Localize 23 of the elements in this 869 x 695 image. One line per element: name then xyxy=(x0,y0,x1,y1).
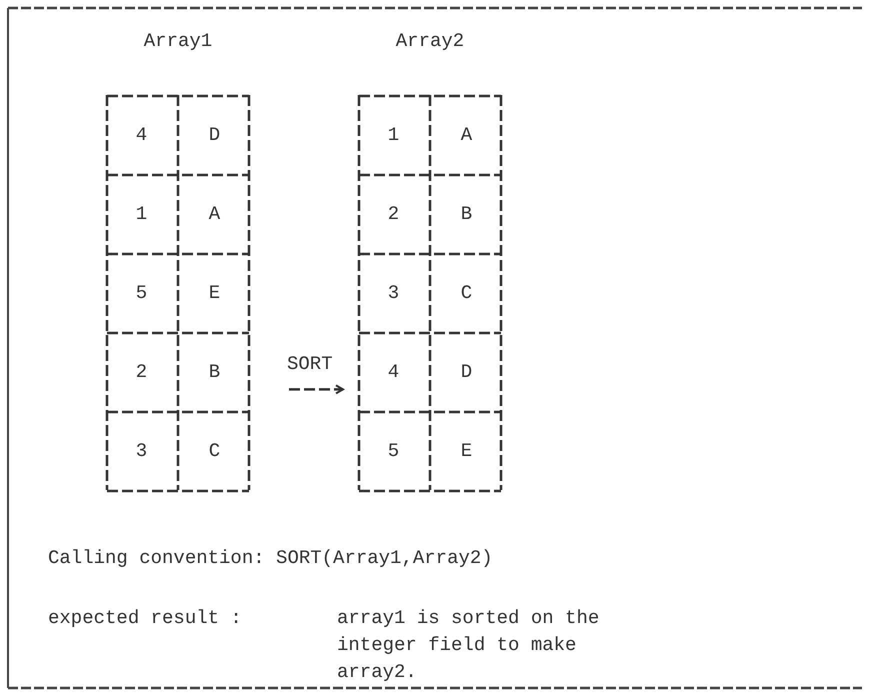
note-text: Calling convention: SORT(Array1,Array2) xyxy=(48,546,494,571)
note-text: array1 is sorted on the integer field to make array2. xyxy=(337,606,600,685)
table-entry: D xyxy=(460,360,474,384)
table-entry: 1 xyxy=(134,202,148,226)
table-entry: 1 xyxy=(386,122,400,146)
table-entry: B xyxy=(460,202,474,226)
table-entry: C xyxy=(208,438,222,462)
table-entry: D xyxy=(208,122,222,146)
table-entry: 2 xyxy=(386,202,400,226)
table-entry: 4 xyxy=(134,122,148,146)
table-entry: 4 xyxy=(386,360,400,384)
table-entry: 5 xyxy=(134,280,148,304)
arrow xyxy=(289,384,344,394)
table-entry: E xyxy=(460,438,474,462)
table-entry: 2 xyxy=(134,360,148,384)
table-entry: 3 xyxy=(134,438,148,462)
table-entry: A xyxy=(460,122,474,146)
table-entry: A xyxy=(208,202,222,226)
table-entry: 5 xyxy=(386,438,400,462)
table-entry: C xyxy=(460,280,474,304)
table-entry: E xyxy=(208,280,222,304)
table-entry: B xyxy=(208,360,222,384)
table-entry: 3 xyxy=(386,280,400,304)
